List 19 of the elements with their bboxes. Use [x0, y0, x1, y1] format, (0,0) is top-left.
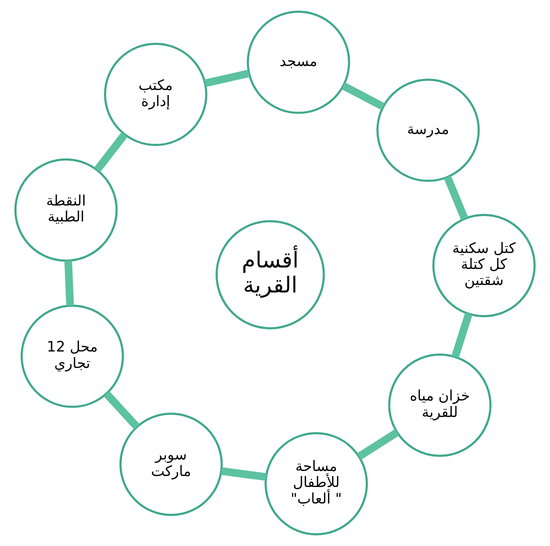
node-circle: أقسام القرية [216, 220, 325, 330]
connector [94, 132, 128, 172]
connector [204, 70, 250, 87]
node-circle: مدرسة [376, 78, 480, 182]
connector [444, 176, 468, 220]
connector [64, 260, 74, 306]
connector [220, 467, 266, 481]
node-circle: خزان مياه للقرية [388, 354, 492, 457]
connector [452, 312, 472, 358]
connector [104, 391, 140, 430]
node-circle: مساحة للأطفال "ألعاب " [264, 432, 368, 536]
node-circle: مكتب إدارة [104, 42, 208, 146]
node-circle: النقطة الطبية [14, 158, 118, 262]
node-circle: 12 محل تجاري [20, 304, 124, 408]
node-circle: كتل سكنية كل كتلة شقتين [432, 214, 536, 318]
connector [357, 429, 400, 460]
connector [342, 82, 385, 110]
node-circle: سوبر ماركت [119, 412, 223, 516]
node-circle: مسجد [246, 10, 350, 114]
